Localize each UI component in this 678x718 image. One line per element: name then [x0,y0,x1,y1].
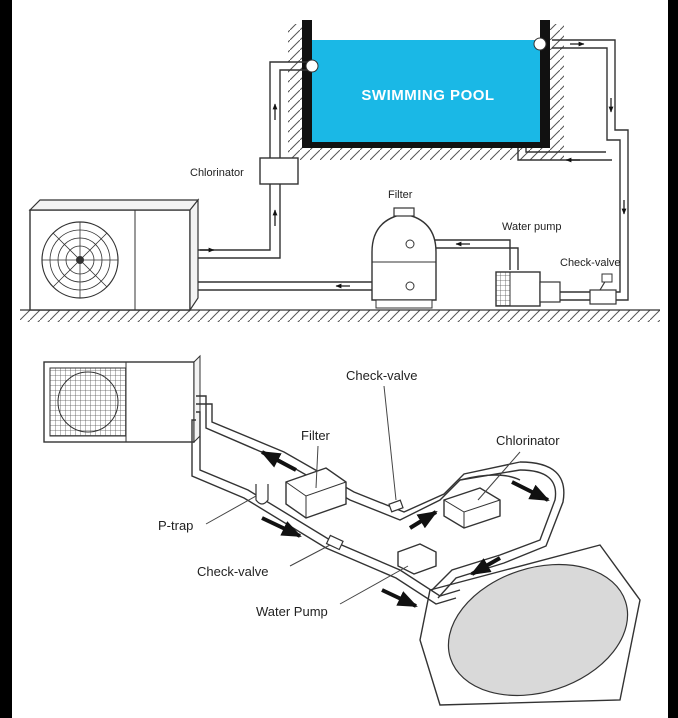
pool-deck-outline [419,544,641,706]
water-pump-leader [339,565,409,605]
top-diagram: SWIMMING POOL [20,20,660,322]
pool-floor-hatch [288,148,564,160]
pipe-heatpump-return [196,411,461,597]
p-trap-leader [205,495,257,525]
chlorinator-box [443,487,501,529]
pipe-heatpump-out [196,395,521,521]
filter-label: Filter [388,189,413,201]
fan-grille-icon [41,221,119,299]
check-valve-top-leader [383,385,397,501]
check-valve-bottom-leader [289,544,331,567]
flow-arrow-icon [470,556,501,576]
ground-hatch [20,310,660,322]
water-pump-label: Water pump [502,221,562,233]
flow-arrow-icon [261,516,302,538]
pool-outlet-fitting [533,37,547,51]
pipe-heatpump-out-inner [196,403,521,513]
pipe-heatpump-to-chlorinator [190,180,281,259]
check-valve-bottom [325,534,344,551]
chlorinator-leader [477,451,521,501]
water-pump-label: Water Pump [256,604,328,619]
chlorinator-label: Chlorinator [496,433,560,448]
pipe-pool-loop [459,474,521,481]
pipe-chlorinator-to-pool [269,61,310,160]
pool-right-wall-hatch [550,24,564,148]
filter-leader [315,445,319,489]
check-valve-top [388,499,404,513]
pool-label: SWIMMING POOL [361,87,494,104]
pipe-pump-to-filter [430,239,519,270]
flow-arrow-icon [511,480,550,502]
pipe-chlorinator-loop [431,469,557,591]
check-valve-bottom-label: Check-valve [197,564,269,579]
chlorinator-box [259,157,299,185]
filter-tank [371,207,437,309]
flow-arrow-icon [408,510,438,530]
pool-left-wall-hatch [288,24,302,148]
check-valve [589,273,617,305]
pipe-pool-bottom-drain [517,148,612,161]
pipe-chlorinator-loop-inner [437,461,565,599]
water-pump [495,271,561,307]
p-trap-label: P-trap [158,518,193,533]
fan-grille-icon [57,371,119,433]
chlorinator-label: Chlorinator [190,167,244,179]
heat-pump-unit-icon [28,198,200,312]
pool-oval [447,563,629,697]
pool-floor [302,142,550,148]
pool-left-wall [302,20,312,148]
heat-pump-unit-icon [43,354,201,444]
filter-label: Filter [301,428,331,443]
p-trap [255,484,269,505]
flow-arrow-icon [260,450,297,472]
check-valve-top-label: Check-valve [346,368,418,383]
filter-box [285,467,347,519]
flow-arrow-icon [381,588,418,608]
bottom-diagram: Filter Chlorinator Water Pump Check-valv… [43,354,641,706]
pool-right-wall [540,20,550,148]
pool-inlet-fitting [305,59,319,73]
pool-water [312,40,540,142]
check-valve-label: Check-valve [560,257,621,269]
